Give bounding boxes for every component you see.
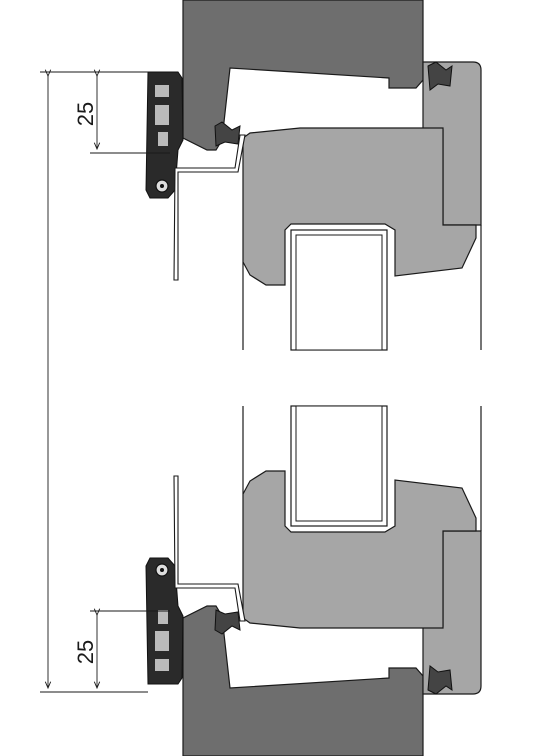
bottom-dimension-label: 25 xyxy=(73,640,98,664)
bottom-dimension-25: 25 xyxy=(73,611,170,688)
top-gasket-outer xyxy=(427,61,453,91)
bottom-gasket-outer xyxy=(427,665,453,695)
top-connector-arm xyxy=(173,134,246,281)
top-sash-profile xyxy=(242,127,477,286)
top-section xyxy=(145,0,482,351)
bottom-gasket-inner xyxy=(214,609,241,635)
top-glass-spacer xyxy=(295,234,383,351)
overall-dimension xyxy=(40,72,148,693)
bottom-glass-spacer xyxy=(295,405,383,522)
bottom-sash-profile xyxy=(242,470,477,629)
bottom-section xyxy=(145,405,482,756)
bottom-connector-arm xyxy=(173,475,246,622)
top-gasket-inner xyxy=(214,121,241,147)
top-dimension-label: 25 xyxy=(73,102,98,126)
top-dimension-25: 25 xyxy=(73,76,170,154)
